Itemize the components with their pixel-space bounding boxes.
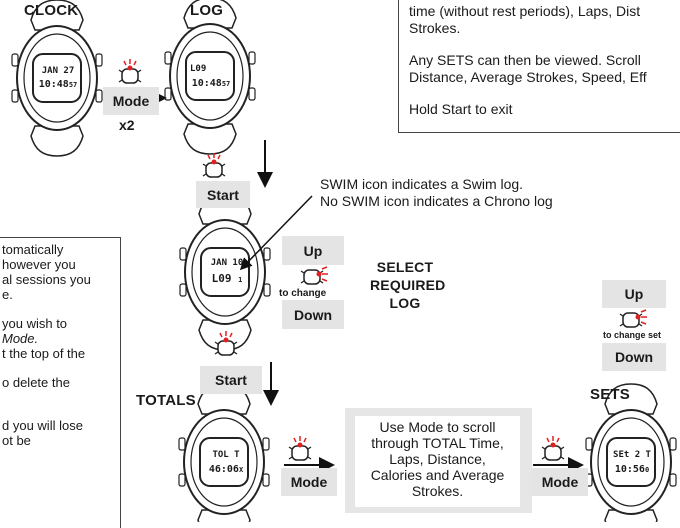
start-button[interactable]: Start bbox=[200, 366, 262, 394]
to-change-label: to change bbox=[279, 288, 327, 299]
totals-info-text: Use Mode to scroll through TOTAL Time, L… bbox=[355, 416, 520, 507]
log-screen-time: 10:4857 bbox=[191, 78, 231, 89]
mode-button-icon bbox=[118, 68, 142, 84]
mode-button[interactable]: Mode bbox=[103, 87, 159, 115]
start-button-icon bbox=[214, 340, 238, 356]
totals-title: TOTALS bbox=[136, 392, 196, 409]
select-screen-date: JAN 10 bbox=[210, 258, 244, 268]
mode-button-icon bbox=[288, 445, 312, 461]
clock-watch bbox=[11, 0, 103, 157]
mode-button[interactable]: Mode bbox=[281, 468, 337, 496]
sets-screen-time: 10:560 bbox=[614, 464, 650, 475]
mode-press-count: x2 bbox=[119, 117, 135, 133]
select-screen-log: L09 1 bbox=[211, 272, 243, 285]
log-watch bbox=[164, 0, 256, 155]
down-button[interactable]: Down bbox=[282, 300, 344, 329]
clock-screen-date: JAN 27 bbox=[41, 66, 75, 76]
left-info-box: tomatically however you al sessions you … bbox=[0, 237, 121, 528]
log-screen-number: L09 bbox=[190, 64, 207, 74]
totals-screen-label: TOL T bbox=[212, 450, 240, 460]
top-right-info-box: time (without rest periods), Laps, Dist … bbox=[398, 0, 680, 133]
down-button[interactable]: Down bbox=[602, 343, 666, 371]
log-title: LOG bbox=[190, 2, 224, 19]
up-button[interactable]: Up bbox=[602, 280, 666, 308]
sets-screen-label: SEt 2 T bbox=[613, 450, 651, 460]
sets-title: SETS bbox=[590, 386, 630, 403]
clock-title: CLOCK bbox=[24, 2, 79, 19]
start-button[interactable]: Start bbox=[196, 181, 250, 208]
mode-button[interactable]: Mode bbox=[532, 468, 588, 496]
pointer-arrow bbox=[239, 195, 313, 271]
clock-screen-time: 10:4857 bbox=[38, 79, 78, 90]
up-button[interactable]: Up bbox=[282, 236, 344, 265]
swim-icon-note: SWIM icon indicates a Swim log. No SWIM … bbox=[320, 176, 553, 209]
to-change-set-label: to change set bbox=[603, 330, 662, 340]
select-required-log-title: SELECT REQUIRED LOG bbox=[370, 259, 446, 311]
mode-button-icon bbox=[541, 445, 565, 461]
totals-screen-time: 46:06X bbox=[208, 464, 244, 475]
start-button-icon bbox=[202, 162, 226, 178]
totals-info-panel: Use Mode to scroll through TOTAL Time, L… bbox=[345, 408, 532, 513]
